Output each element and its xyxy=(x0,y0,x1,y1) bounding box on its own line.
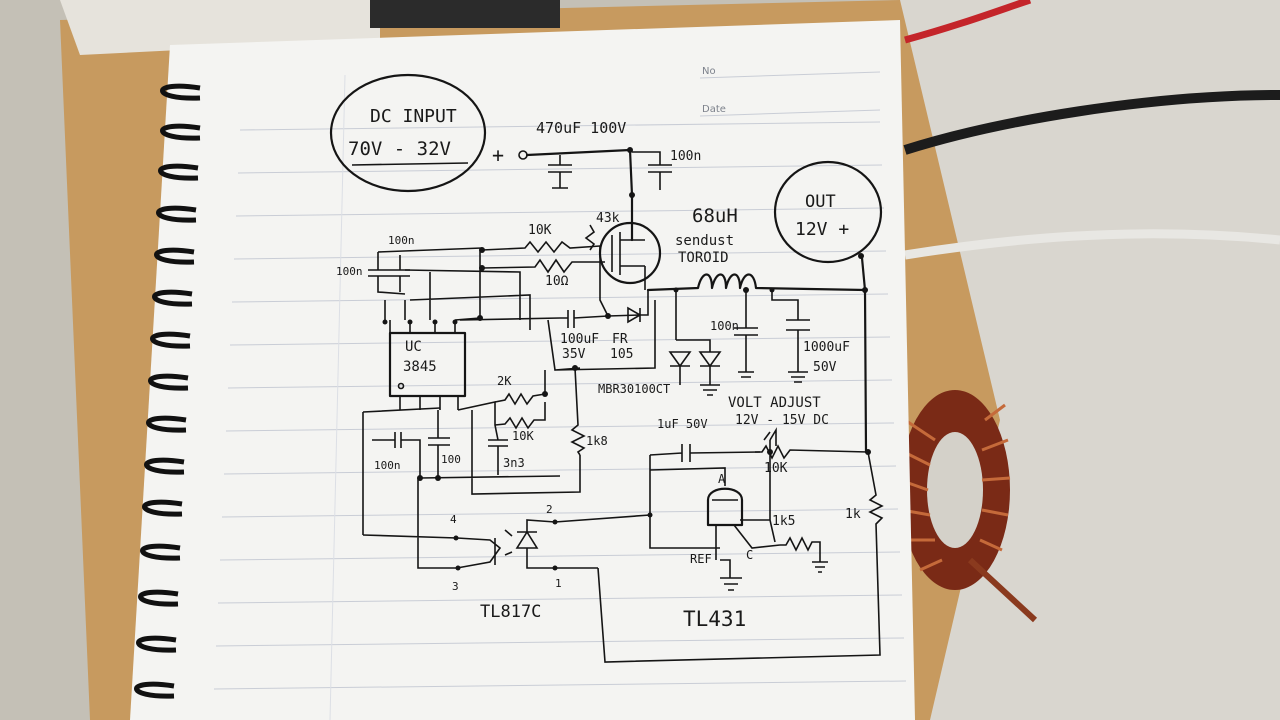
cap-100n-a-label: 100n xyxy=(388,234,415,247)
r-10ohm-label: 10Ω xyxy=(545,274,569,289)
r-10k-top xyxy=(481,240,601,254)
date-label: Date xyxy=(702,104,726,115)
r-43k-label: 43k xyxy=(596,211,620,226)
pot-10k xyxy=(755,444,869,460)
diode-fr-label1: FR xyxy=(612,332,628,347)
r-1k xyxy=(597,451,884,663)
output-voltage: 12V + xyxy=(795,219,849,240)
inductor-type1: sendust xyxy=(675,233,734,249)
input-circle xyxy=(329,73,487,193)
toroid-inductor xyxy=(899,390,1038,623)
opto-pin3: 3 xyxy=(452,580,459,593)
diode-fr-label2: 105 xyxy=(610,347,633,362)
red-cable xyxy=(904,0,1032,44)
ic-label1: UC xyxy=(405,339,422,355)
cap-out-label1: 1000uF xyxy=(803,340,850,355)
inductor-value: 68uH xyxy=(692,205,738,227)
schottky-label: MBR30100CT xyxy=(598,382,670,396)
input-range: 70V - 32V xyxy=(348,138,451,160)
output-circle xyxy=(773,160,883,264)
r-2k xyxy=(494,370,546,406)
cap-100n-d xyxy=(428,410,450,478)
r-1k5-label: 1k5 xyxy=(772,514,795,529)
opto-pin1: 1 xyxy=(555,577,562,590)
cap-boot-label2: 35V xyxy=(562,347,586,362)
cap-input-label: 470uF 100V xyxy=(536,119,626,137)
uc3845-ic xyxy=(388,331,467,398)
black-cable xyxy=(903,90,1280,155)
r-10k-mid-label: 10K xyxy=(512,429,534,443)
cap-1000uf xyxy=(771,288,810,383)
paper-sheet xyxy=(130,20,915,720)
input-plus: + xyxy=(492,143,504,167)
cap-out-100n-label: 100n xyxy=(710,319,739,333)
opto-pin4: 4 xyxy=(450,513,457,526)
inductor-68uh xyxy=(646,273,867,292)
opto-name: TL817C xyxy=(480,602,541,622)
opto-pin2: 2 xyxy=(546,503,553,516)
r-10k-top-label: 10K xyxy=(528,223,552,238)
spiral-binding xyxy=(134,83,201,699)
cap-100n-c xyxy=(362,407,441,535)
pot-10k-label: 10K xyxy=(764,461,788,476)
output-title: OUT xyxy=(805,192,836,212)
cap-1uf xyxy=(649,444,761,462)
tl431-c-label: C xyxy=(746,548,753,562)
r-1k-label: 1k xyxy=(845,507,861,522)
no-label: No xyxy=(702,66,716,77)
cap-1uf-label: 1uF 50V xyxy=(657,417,708,431)
ruled-lines xyxy=(213,71,907,720)
r-1k8 xyxy=(570,367,586,456)
tl431-ref-label: REF xyxy=(690,552,712,566)
schottky-mbr30100ct xyxy=(668,290,722,385)
r-2k-label: 2K xyxy=(497,374,512,388)
cap-3n3-label: 3n3 xyxy=(503,456,525,470)
cap-100uf-35v xyxy=(459,310,641,328)
cap-boot-label1: 100uF xyxy=(560,332,599,347)
cap-100n-c-label: 100n xyxy=(374,459,401,472)
volt-adjust-range: 12V - 15V DC xyxy=(735,413,829,428)
tl431-a-label: A xyxy=(718,472,726,486)
r-10k-mid xyxy=(494,402,546,430)
ic-label2: 3845 xyxy=(403,359,437,375)
r-1k8-label: 1k8 xyxy=(586,434,608,448)
inductor-type2: TOROID xyxy=(678,250,729,266)
cap-470uf xyxy=(548,155,572,189)
r-10ohm xyxy=(481,258,605,274)
tl431-body xyxy=(706,487,744,527)
cap-100n-input xyxy=(632,151,672,190)
shunt-name: TL431 xyxy=(683,607,746,631)
cap-3n3 xyxy=(457,401,508,475)
cap-out-label2: 50V xyxy=(813,360,837,375)
cap-out-100n xyxy=(734,290,758,378)
input-title: DC INPUT xyxy=(370,106,457,127)
volt-adjust-title: VOLT ADJUST xyxy=(728,395,821,411)
decoupling-caps xyxy=(368,247,483,295)
r-1k5 xyxy=(780,536,828,573)
cap-100n-d-label: 100 xyxy=(441,453,461,466)
cap-100n-b-label: 100n xyxy=(336,265,363,278)
cap-100n-input-label: 100n xyxy=(670,149,701,164)
